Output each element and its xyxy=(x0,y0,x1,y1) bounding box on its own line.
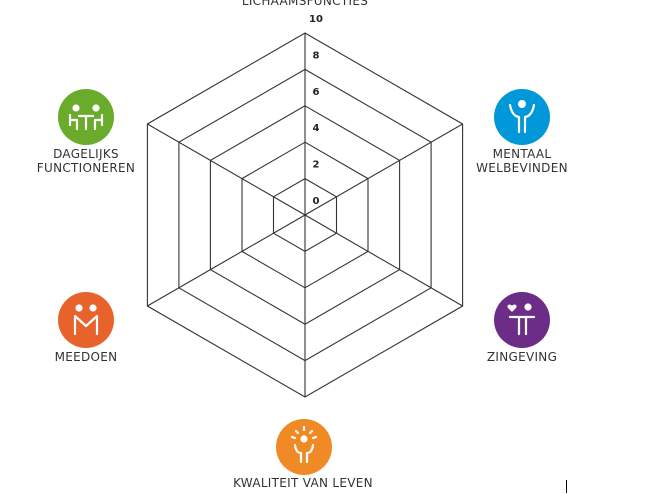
axis-label-line: WELBEVINDEN xyxy=(476,161,568,175)
axis-icons xyxy=(58,89,550,475)
tick-label-0: 0 xyxy=(313,196,320,207)
axis-label-0: LICHAAMSFUNCTIES xyxy=(242,0,368,8)
two-people-icon xyxy=(58,292,114,348)
axis-spoke-5 xyxy=(147,123,306,216)
axis-label-4: MEEDOEN xyxy=(55,350,118,364)
person-arms-up-icon xyxy=(494,89,550,145)
tick-label-10: 10 xyxy=(309,14,323,25)
people-at-table-icon xyxy=(58,89,114,145)
radar-grid xyxy=(146,32,464,398)
axis-label-3: KWALITEIT VAN LEVEN xyxy=(233,476,373,490)
axis-label-line: DAGELIJKS xyxy=(53,147,119,161)
axis-label-line: LICHAAMSFUNCTIES xyxy=(242,0,368,8)
axis-spoke-4 xyxy=(147,214,306,307)
tick-label-8: 8 xyxy=(313,50,320,61)
axis-label-line: FUNCTIONEREN xyxy=(37,161,135,175)
tick-label-4: 4 xyxy=(313,123,320,134)
axis-spoke-2 xyxy=(304,214,463,307)
axis-label-line: ZINGEVING xyxy=(487,350,557,364)
person-heart-icon xyxy=(494,292,550,348)
axis-label-line: MENTAAL xyxy=(493,147,552,161)
person-sun-icon xyxy=(276,419,332,475)
radial-tick-labels: 0 2 4 6 8 10 xyxy=(309,14,323,207)
tick-label-6: 6 xyxy=(313,87,320,98)
axis-label-line: KWALITEIT VAN LEVEN xyxy=(233,476,373,490)
axis-label-2: ZINGEVING xyxy=(487,350,557,364)
text-cursor-mark xyxy=(566,480,567,493)
axis-label-line: MEEDOEN xyxy=(55,350,118,364)
axis-spoke-1 xyxy=(304,123,463,216)
tick-label-2: 2 xyxy=(313,160,320,171)
